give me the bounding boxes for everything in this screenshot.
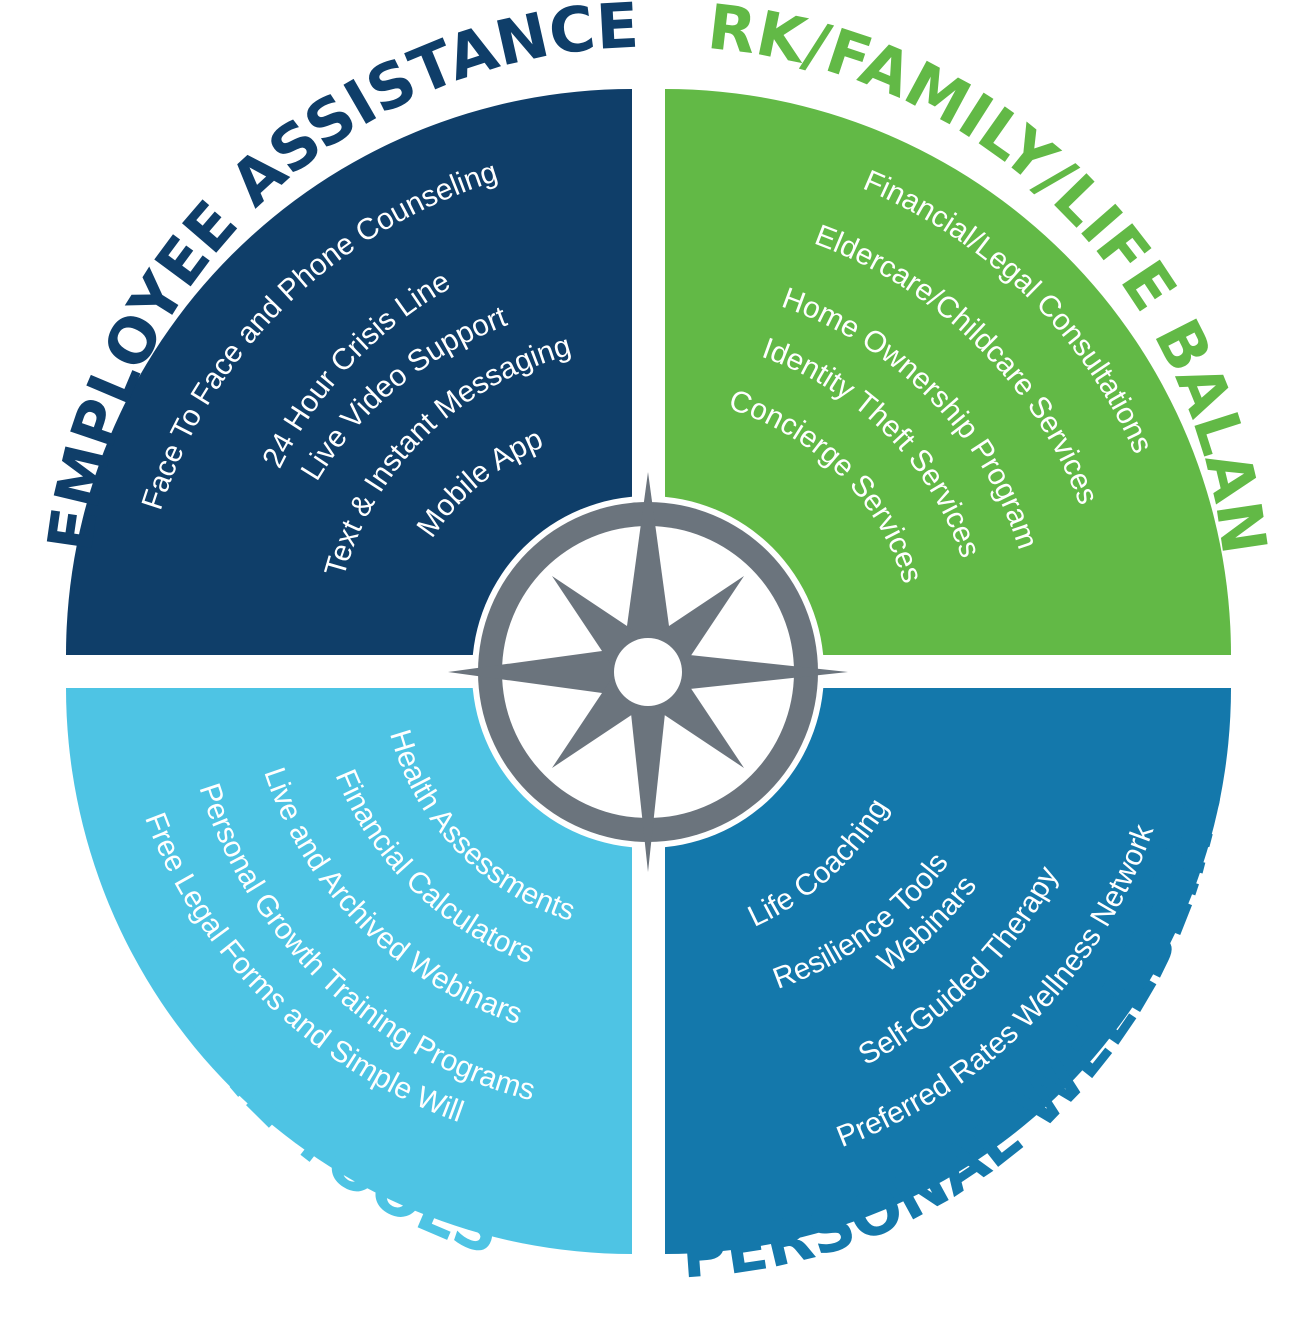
work-family-life-segment bbox=[665, 89, 1231, 655]
personal-wellbeing-segment bbox=[665, 688, 1231, 1254]
online-tools-segment bbox=[66, 688, 632, 1254]
quadrant-work-family-life-balance bbox=[665, 89, 1231, 655]
quadrant-online-tools bbox=[66, 688, 632, 1254]
employee-assistance-segment bbox=[66, 89, 632, 655]
quadrant-employee-assistance bbox=[66, 89, 632, 655]
compass-rose-icon bbox=[448, 472, 848, 872]
quadrant-personal-wellbeing bbox=[665, 688, 1231, 1254]
